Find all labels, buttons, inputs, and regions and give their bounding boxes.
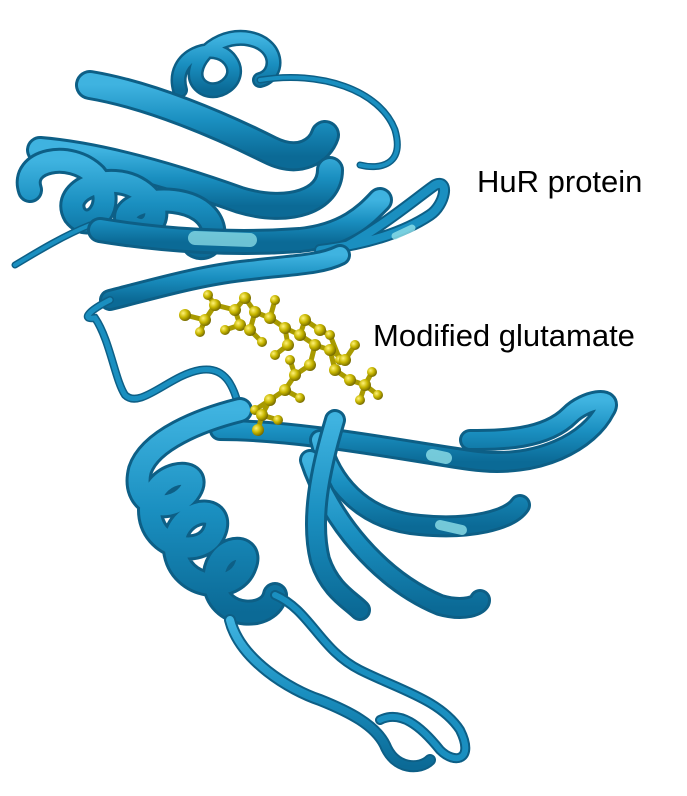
ligand-modified-glutamate [179, 290, 383, 436]
label-ligand: Modified glutamate [373, 318, 635, 353]
linker [83, 296, 244, 414]
upper-domain [11, 29, 450, 311]
label-protein: HuR protein [477, 164, 643, 199]
lower-domain [125, 390, 618, 773]
